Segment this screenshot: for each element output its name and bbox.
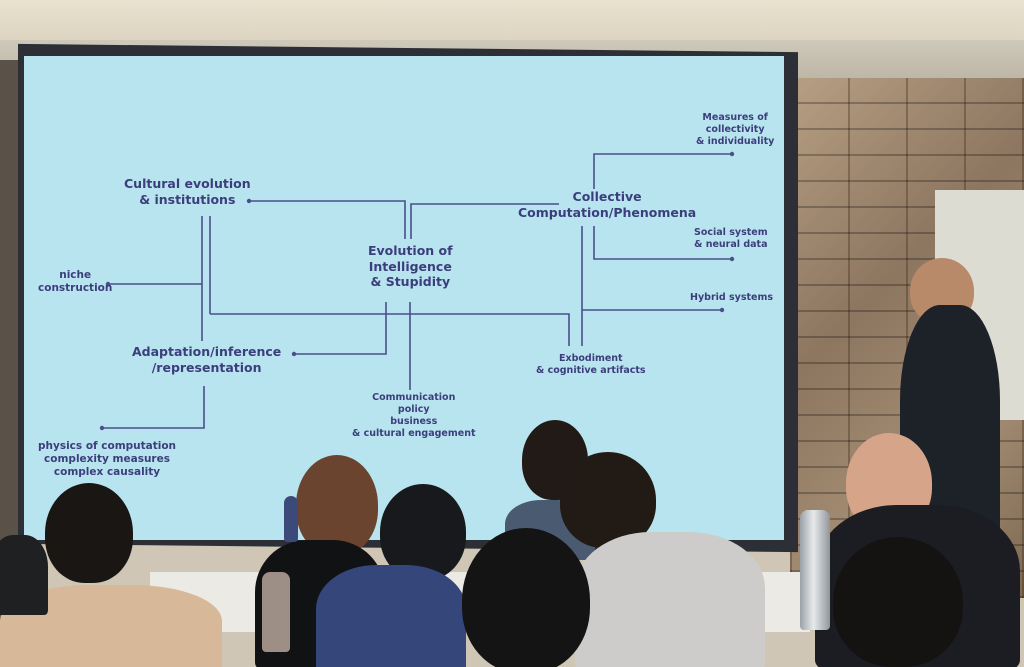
node-communication: Communication policy business & cultural…: [352, 392, 476, 439]
audience-head: [380, 484, 466, 580]
node-hybrid-systems: Hybrid systems: [690, 292, 774, 303]
node-adaptation: Adaptation/inference /representation: [132, 344, 282, 375]
connector-dot: [246, 198, 252, 204]
node-niche-construction: niche construction: [38, 269, 113, 295]
connector-measures: [593, 153, 732, 189]
audience-head: [833, 537, 963, 667]
connector-collective-evolution: [410, 203, 559, 239]
node-physics-computation: physics of computation complexity measur…: [38, 440, 177, 479]
connector-dot: [729, 256, 735, 262]
audience-head: [296, 455, 378, 555]
connector-cultural-hybrid: [210, 313, 570, 346]
connector-dot: [719, 307, 725, 313]
audience-body: [0, 535, 48, 615]
node-embodiment: Exbodiment & cognitive artifacts: [536, 353, 646, 376]
connector-dot: [291, 351, 297, 357]
connector-adaptation-evolution: [294, 302, 387, 355]
water-bottle: [262, 572, 290, 652]
node-evolution-intelligence: Evolution of Intelligence & Stupidity: [368, 243, 453, 290]
projector-screen: [24, 56, 784, 540]
node-collective-computation: Collective Computation/Phenomena: [518, 189, 697, 220]
connector-dot: [105, 281, 111, 287]
connector-social: [593, 226, 732, 260]
connector-physics: [102, 386, 205, 429]
audience-body: [316, 565, 466, 667]
water-bottle-blue: [284, 496, 298, 542]
connector-cultural-evolution: [249, 200, 406, 239]
water-bottle-steel: [800, 510, 830, 630]
connector-dot: [99, 425, 105, 431]
node-measures-collectivity: Measures of collectivity & individuality: [696, 112, 775, 147]
audience-head: [462, 528, 590, 667]
presentation-slide: Cultural evolution & institutions Evolut…: [24, 56, 784, 540]
node-social-system: Social system & neural data: [694, 227, 768, 250]
audience-body: [575, 532, 765, 667]
connector-lines: [99, 151, 735, 431]
audience-head: [45, 483, 133, 583]
node-cultural-evolution: Cultural evolution & institutions: [124, 176, 251, 207]
connector-dot: [729, 151, 735, 157]
